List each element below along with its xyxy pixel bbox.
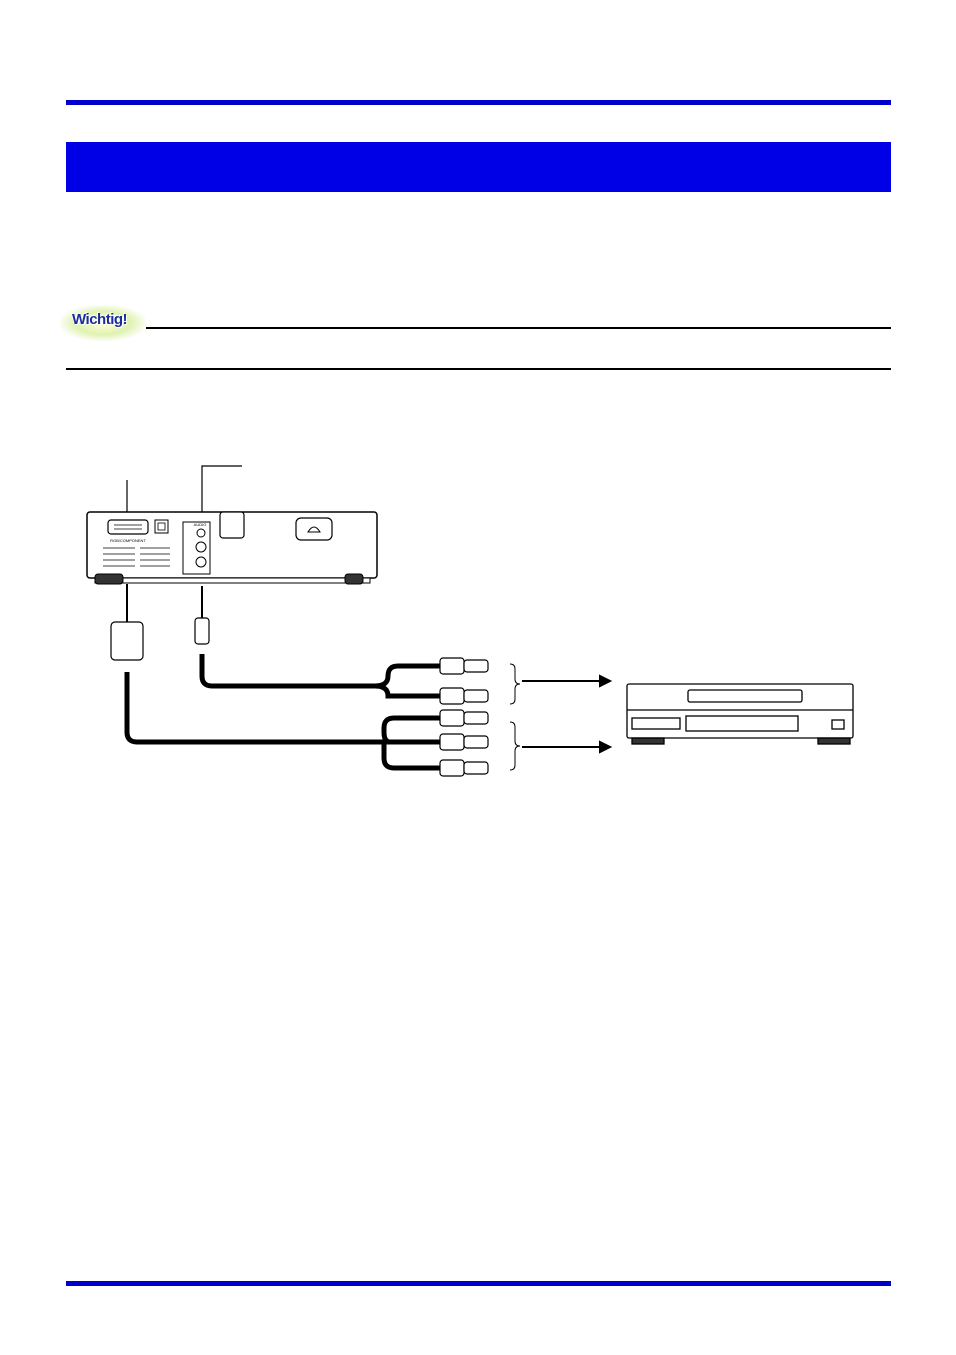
section-title-banner xyxy=(66,142,891,192)
footer-rule xyxy=(66,1281,891,1286)
rca-plug xyxy=(439,709,465,727)
header-rule xyxy=(66,100,891,105)
rca-plug xyxy=(439,759,465,777)
component-cable xyxy=(110,584,440,771)
braces xyxy=(509,663,521,771)
projector-foot-right xyxy=(344,573,364,585)
audio-jack xyxy=(196,528,206,538)
connection-diagram: RGB/COMPONENT AUDIO xyxy=(86,465,854,777)
important-badge xyxy=(60,305,146,341)
projector-lens-tab xyxy=(219,511,245,539)
rgb-port-label: RGB/COMPONENT xyxy=(110,538,146,543)
rca-plug xyxy=(439,687,465,705)
important-top-rule xyxy=(146,327,891,329)
rca-plug xyxy=(439,657,465,675)
video-device xyxy=(626,683,854,745)
video-device-foot-left xyxy=(631,737,665,745)
video-device-foot-right xyxy=(817,737,851,745)
important-bottom-rule xyxy=(66,368,891,370)
rgb-plug xyxy=(110,621,144,661)
rca-plugs xyxy=(439,657,489,777)
rca-plug xyxy=(439,733,465,751)
display-panel xyxy=(685,715,799,732)
vent-grille xyxy=(103,547,170,567)
signal-arrows xyxy=(522,674,613,754)
audio-plug xyxy=(194,617,210,645)
audio-cable xyxy=(194,586,440,699)
rgb-port xyxy=(107,519,149,535)
audio-port-label: AUDIO xyxy=(194,522,207,527)
projector-foot-left xyxy=(94,573,124,585)
projector-rear: RGB/COMPONENT AUDIO xyxy=(86,511,378,585)
tape-slot xyxy=(687,689,803,703)
important-label: Wichtig! xyxy=(72,311,128,328)
projector-base xyxy=(94,577,371,584)
